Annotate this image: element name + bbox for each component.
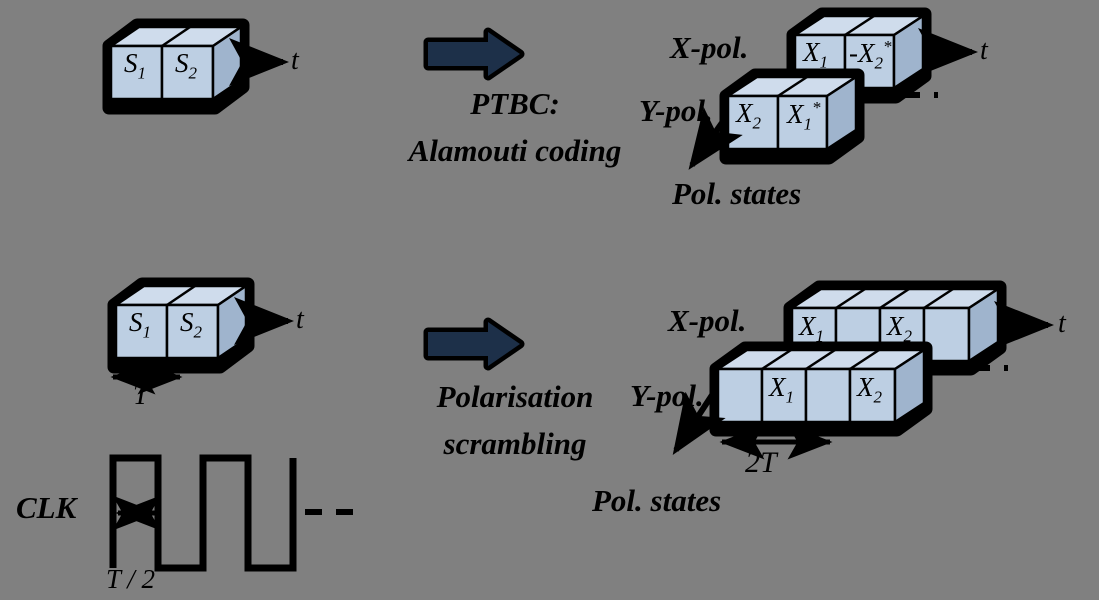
bottom-transform-arrow [428,322,520,366]
clock-waveform [109,454,358,572]
bottom-pol-states-label: Pol. states [592,483,722,518]
clk-label: CLK [16,490,77,525]
top-output-xpol-group [786,7,978,104]
top-xpol-cell-2-label: -X2* [849,37,892,73]
bottom-input-cell-2-label: S2 [180,307,202,342]
ptbc-caption-line1: PTBC: [470,86,560,121]
top-pol-states-label: Pol. states [672,176,802,211]
top-ypol-label: Y-pol. [639,93,713,128]
bottom-xpol-label: X-pol. [668,303,747,338]
bottom-ypol-cell-2-label: X1 [769,372,794,407]
top-ypol-cell-2-label: X1* [787,98,821,134]
bottom-input-dimension-label: T [133,380,149,411]
top-ypol-cell-1-label: X2 [736,98,761,133]
bottom-xpol-cell-3-label: X2 [887,311,912,346]
bottom-output-dimension-label: 2T [745,446,777,479]
scrambling-caption-line1: Polarisation [436,379,594,414]
top-transform-arrow [428,32,520,76]
top-input-cell-1-label: S1 [124,48,146,83]
bottom-input-cell-1-label: S1 [129,307,151,342]
bottom-output-time-axis-label: t [1058,308,1066,339]
top-input-time-axis-label: t [291,45,299,76]
bottom-ypol-label: Y-pol. [630,378,704,413]
scrambling-caption-line2: scrambling [443,426,587,461]
clk-period-label: T / 2 [106,564,156,594]
top-xpol-cell-1-label: X1 [803,37,828,72]
ptbc-caption-line2: Alamouti coding [408,133,622,168]
bottom-ypol-cell-4-label: X2 [857,372,882,407]
top-input-cell-2-label: S2 [175,48,197,83]
top-xpol-label: X-pol. [670,30,749,65]
bottom-output-ypol-group [672,341,1008,460]
top-input-cube-group [102,18,289,115]
top-output-time-axis-label: t [980,35,988,66]
bottom-xpol-cell-1-label: X1 [799,311,824,346]
bottom-input-time-axis-label: t [296,304,304,335]
top-output-ypol-group [688,68,938,170]
bottom-input-cube-group [107,277,294,395]
